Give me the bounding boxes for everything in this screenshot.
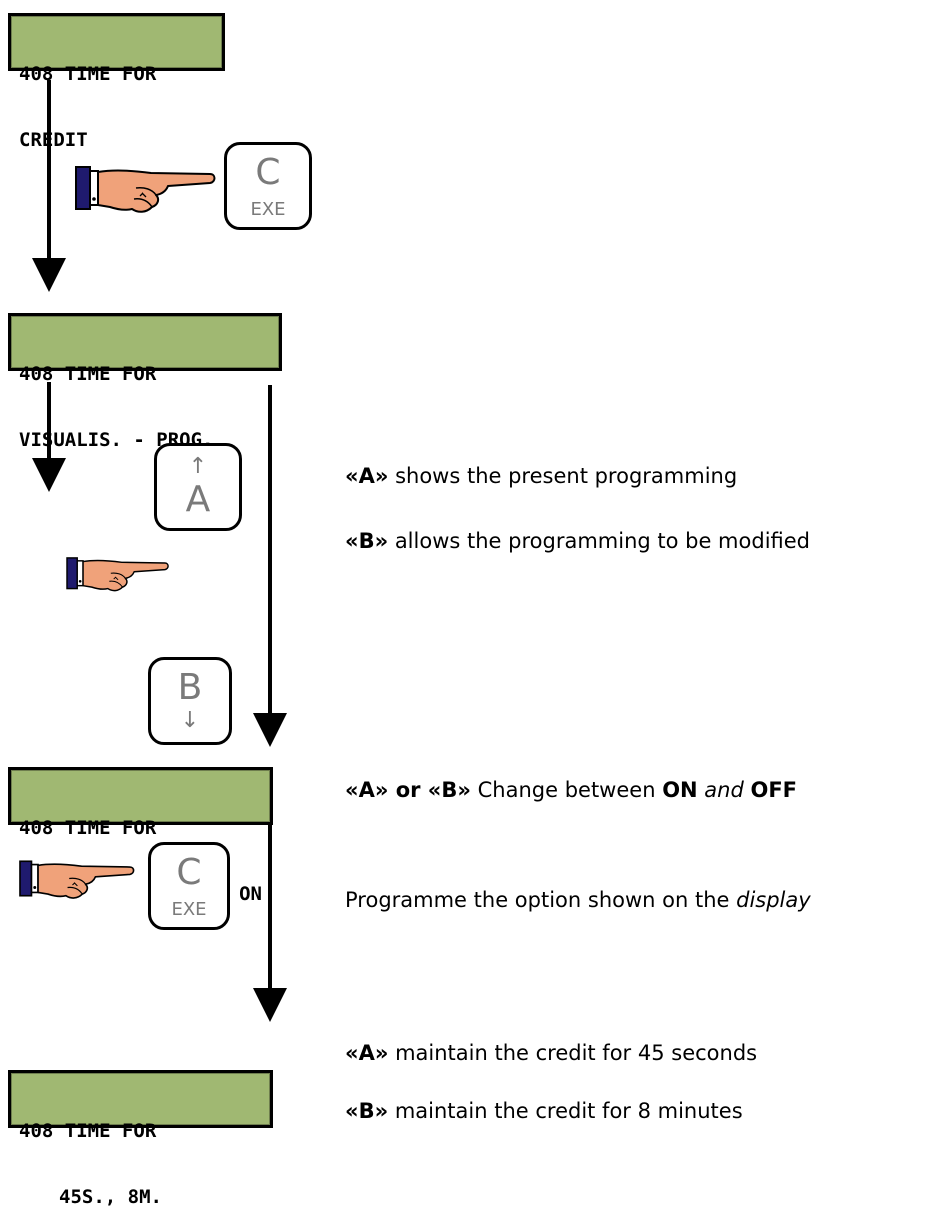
note-b-8-minutes: «B» maintain the credit for 8 minutes — [345, 1098, 743, 1124]
note-b-modifies: «B» allows the programming to be modifie… — [345, 528, 810, 554]
note-on: ON — [662, 778, 698, 802]
c-exe-key[interactable]: C EXE — [148, 842, 230, 930]
note-off: OFF — [750, 778, 798, 802]
note-programme: Programme the option shown on the displa… — [345, 887, 811, 913]
diagram-graphics — [19, 80, 287, 1022]
note-text: allows the programming to be modified — [388, 529, 811, 553]
lcd-line-1: 408 TIME FOR — [19, 63, 157, 85]
up-arrow-icon: ↑ — [188, 454, 208, 479]
down-arrow-icon — [253, 385, 287, 747]
note-label: «B» — [345, 529, 389, 553]
note-text: Programme the option shown on the — [345, 888, 737, 912]
lcd-line-2: CREDIT — [19, 129, 88, 151]
note-display-word: display — [736, 888, 811, 912]
note-a-or-b-change: «A» or «B» Change between ON and OFF — [345, 777, 797, 803]
lcd-line-1: 408 TIME FOR — [19, 363, 157, 385]
note-text: maintain the credit for 45 seconds — [388, 1041, 758, 1065]
note-label: «B» — [345, 1099, 389, 1123]
note-and: and — [697, 778, 751, 802]
down-arrow-icon — [32, 382, 66, 492]
note-a-45-seconds: «A» maintain the credit for 45 seconds — [345, 1040, 757, 1066]
lcd-line-1: 408 TIME FOR — [19, 1120, 157, 1142]
key-main-label: C — [176, 852, 202, 893]
note-label: «A» — [345, 1041, 389, 1065]
lcd-display-on: 408 TIME FOR ON — [8, 767, 273, 905]
note-label: «A» or «B» — [345, 778, 471, 802]
key-sub-label: EXE — [250, 199, 286, 220]
down-arrow-icon: ↓ — [180, 708, 200, 733]
lcd-line-2: 45S., 8M. — [59, 1186, 162, 1208]
a-key[interactable]: ↑ A — [154, 443, 242, 531]
b-key[interactable]: B ↓ — [148, 657, 232, 745]
lcd-display-visualis-prog: 408 TIME FOR VISUALIS. - PROG. — [8, 313, 282, 451]
c-exe-key[interactable]: C EXE — [224, 142, 312, 230]
lcd-line-2: ON — [239, 883, 262, 905]
lcd-line-1: 408 TIME FOR — [19, 817, 157, 839]
note-text: maintain the credit for 8 minutes — [388, 1099, 743, 1123]
note-text: shows the present programming — [388, 464, 738, 488]
pointing-hand-icon — [66, 557, 169, 592]
note-a-shows: «A» shows the present programming — [345, 463, 737, 489]
pointing-hand-icon — [75, 166, 216, 213]
key-main-label: A — [185, 479, 211, 520]
down-arrow-icon — [32, 80, 66, 292]
lcd-display-credit: 408 TIME FOR CREDIT — [8, 13, 225, 151]
key-main-label: B — [177, 667, 203, 708]
lcd-display-45s-8m: 408 TIME FOR 45S., 8M. — [8, 1070, 273, 1208]
key-sub-label: EXE — [171, 899, 207, 920]
note-text: Change between — [470, 778, 663, 802]
key-main-label: C — [255, 152, 281, 193]
note-label: «A» — [345, 464, 389, 488]
down-arrow-icon — [253, 808, 287, 1022]
